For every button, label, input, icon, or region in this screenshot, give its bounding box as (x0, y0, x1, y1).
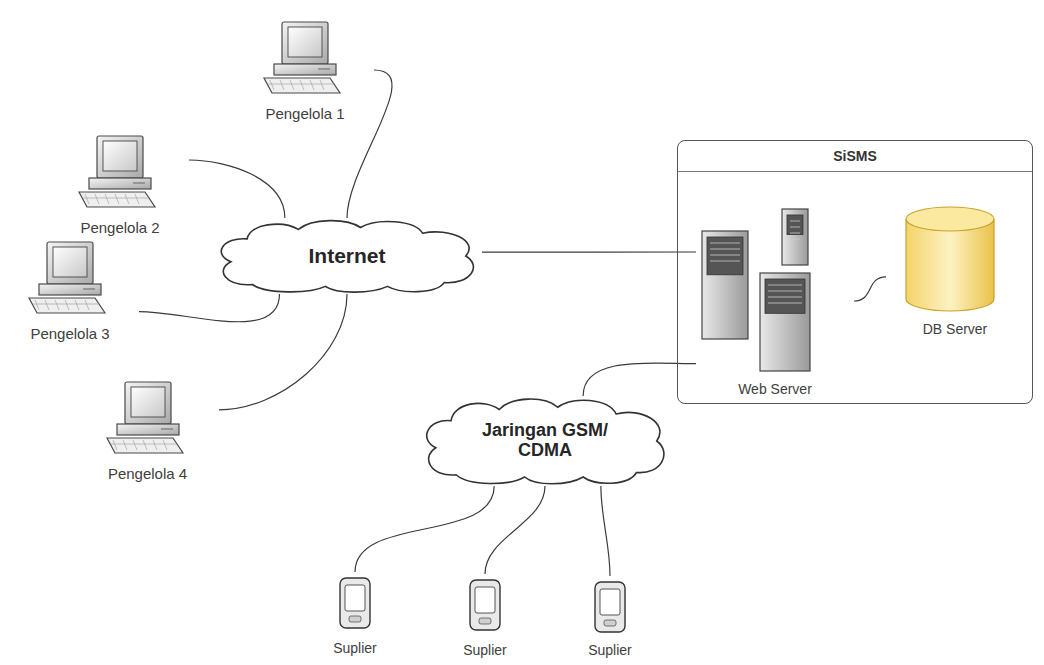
computer-icon (260, 20, 350, 100)
database-cylinder (900, 205, 1000, 319)
network-link (601, 486, 610, 576)
node-label: Suplier (446, 642, 524, 658)
network-link (189, 160, 285, 218)
computer-icon (75, 134, 165, 214)
system-title: SiSMS (678, 148, 1032, 164)
computer-icon (103, 380, 193, 460)
network-cloud: Internet (212, 218, 482, 294)
supplier-phone: Suplier (316, 572, 394, 658)
supplier-phone: Suplier (446, 574, 524, 660)
network-link (583, 363, 696, 396)
node-label: Suplier (568, 642, 652, 658)
network-link (347, 70, 392, 218)
network-link (219, 294, 347, 410)
web-server: Web Server (696, 203, 854, 399)
node-label: DB Server (886, 321, 1024, 337)
database-server: DB Server (886, 201, 1024, 339)
server-icon (700, 203, 850, 377)
node-label: Pengelola 4 (76, 465, 219, 482)
phone-icon (593, 580, 627, 638)
client-computer: Pengelola 1 (236, 4, 374, 124)
network-link (485, 486, 545, 574)
network-link (854, 277, 886, 301)
client-computer: Pengelola 4 (76, 378, 219, 484)
node-label: Web Server (696, 381, 854, 397)
supplier-phone: Suplier (568, 576, 652, 660)
node-label: Jaringan GSM/ CDMA (470, 421, 620, 461)
node-label: Internet (227, 244, 467, 267)
node-label: Suplier (316, 640, 394, 656)
header-divider (678, 171, 1032, 172)
system-box: SiSMS Web Server DB Server (677, 140, 1033, 404)
node-label: Pengelola 3 (1, 325, 139, 342)
network-link (355, 486, 494, 572)
network-link (139, 294, 280, 322)
computer-icon (25, 240, 115, 320)
node-label: Pengelola 2 (51, 219, 189, 236)
network-cloud: Jaringan GSM/ CDMA (418, 396, 672, 486)
client-computer: Pengelola 2 (51, 118, 189, 238)
phone-icon (338, 576, 372, 634)
client-computer: Pengelola 3 (1, 236, 139, 344)
phone-icon (468, 578, 502, 636)
node-label: Pengelola 1 (236, 105, 374, 122)
network-link (482, 251, 696, 252)
